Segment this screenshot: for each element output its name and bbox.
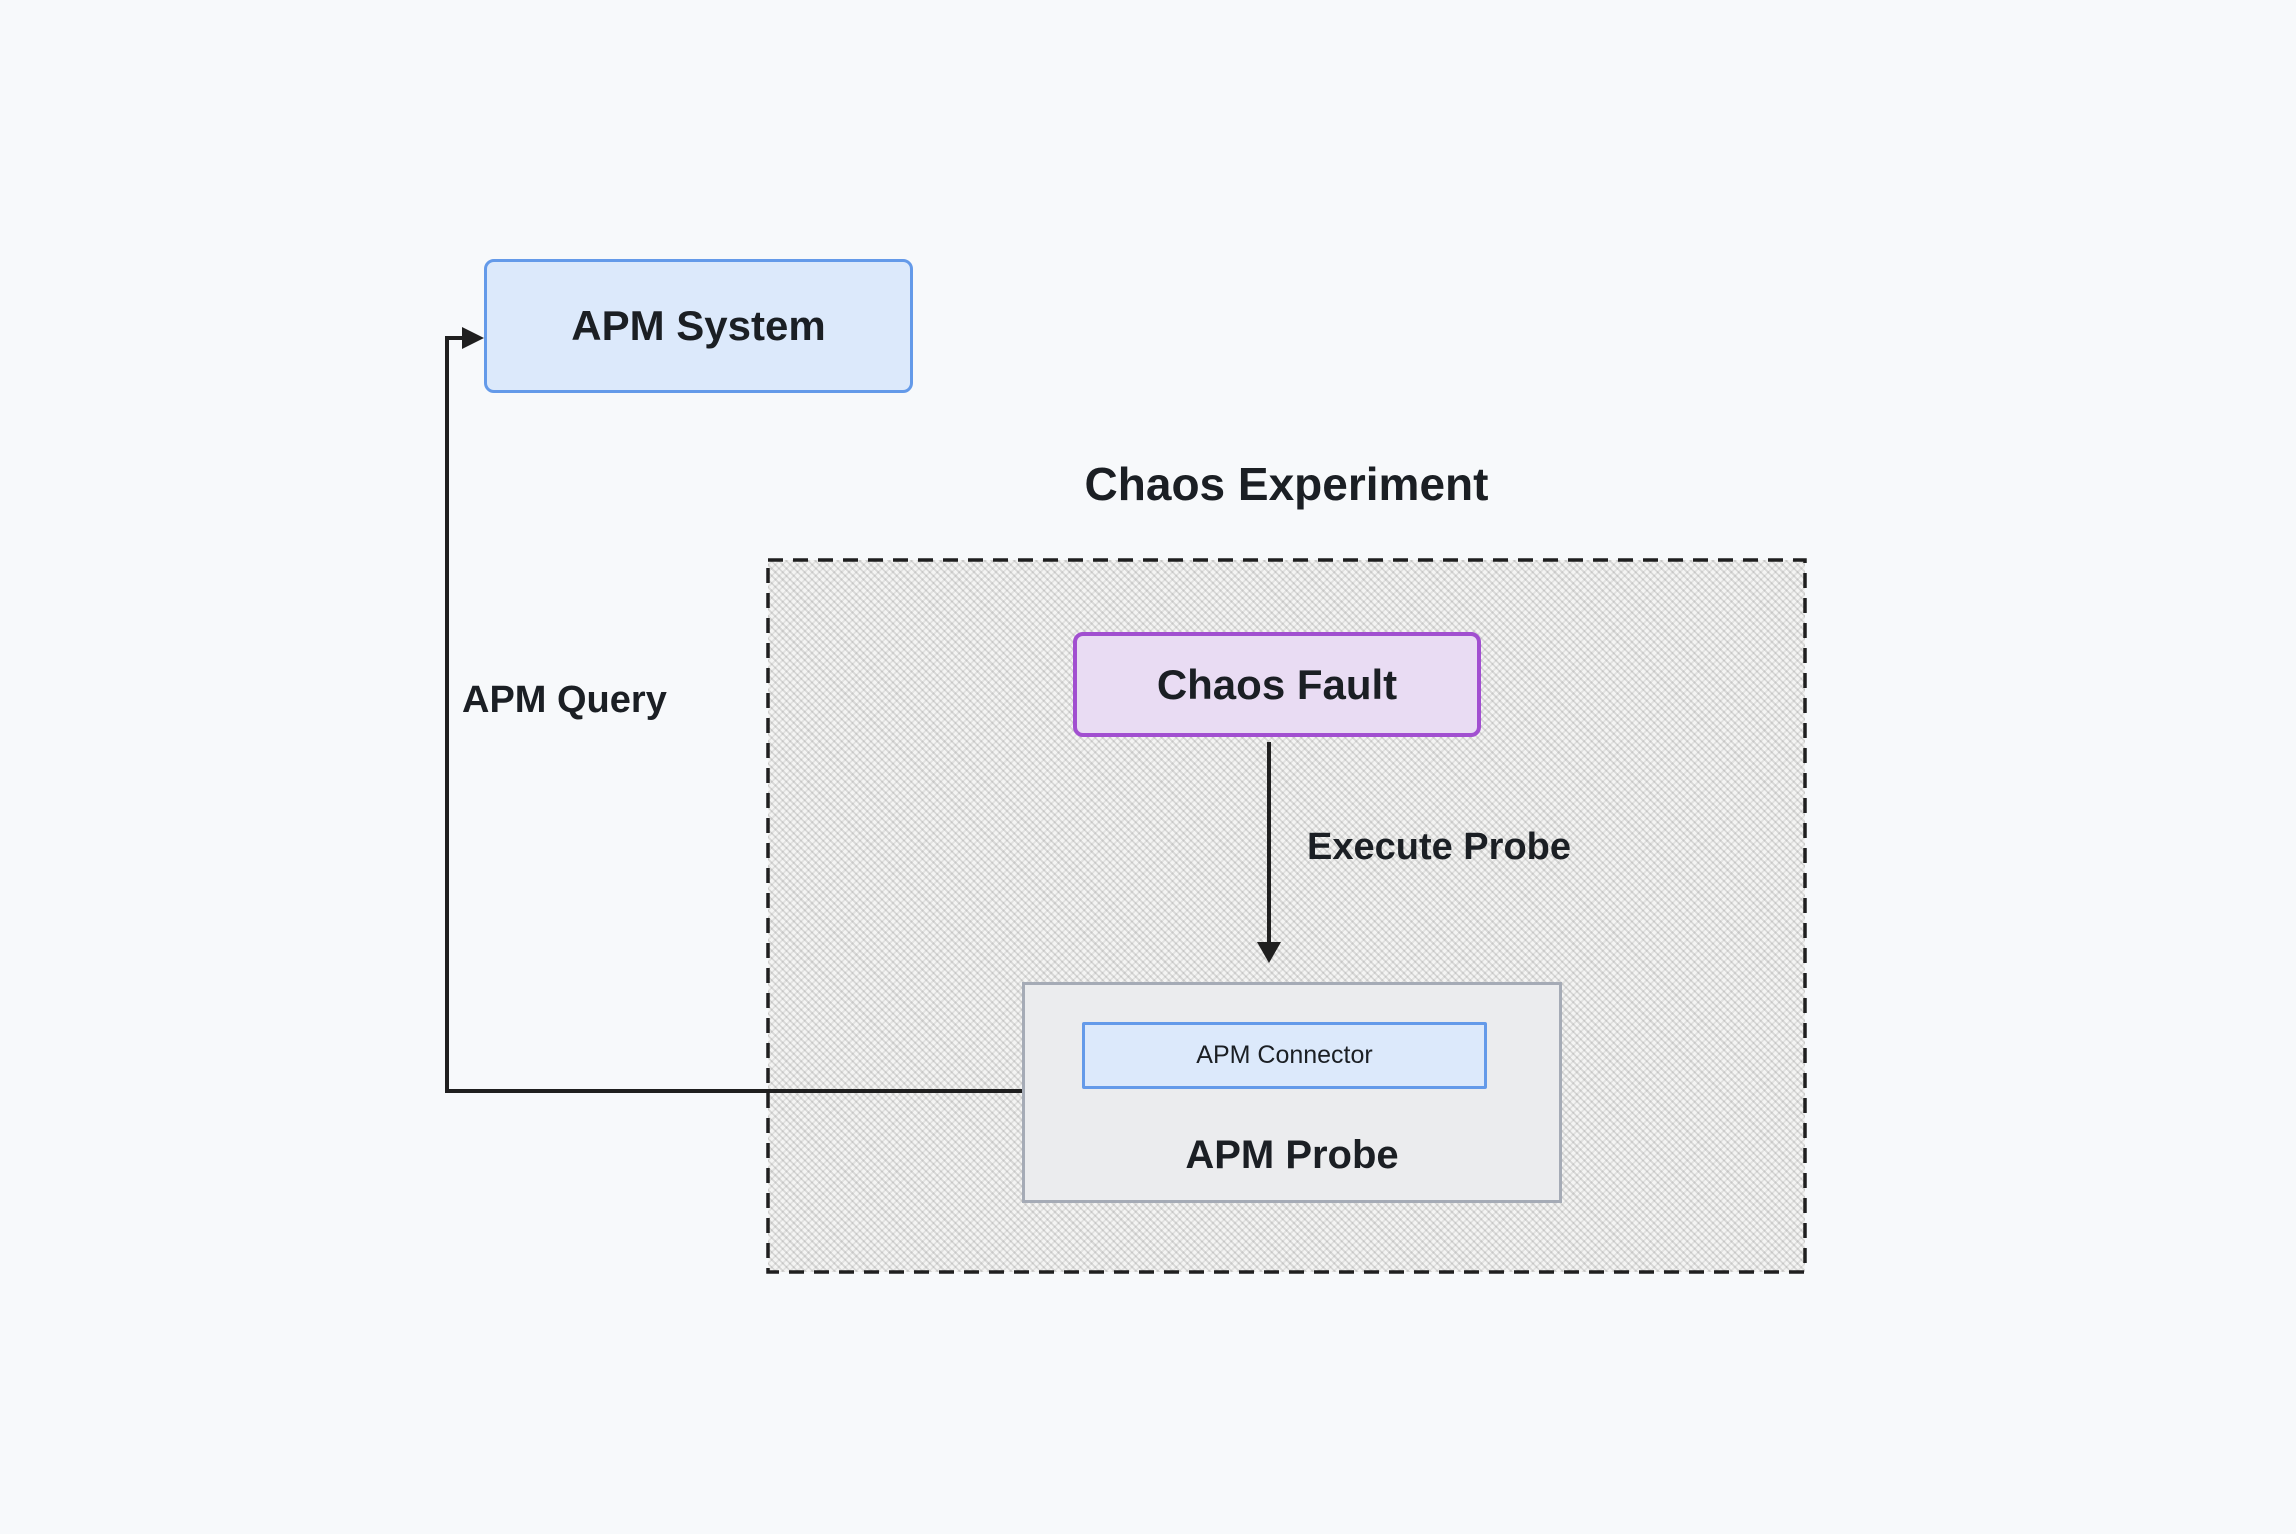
apm-query-line	[445, 336, 1023, 1093]
apm-connector-node: APM Connector	[1082, 1022, 1487, 1089]
chaos-fault-node: Chaos Fault	[1073, 632, 1481, 737]
apm-query-arrowhead	[462, 327, 484, 349]
apm-system-node: APM System	[484, 259, 913, 393]
execute-probe-arrowhead	[1257, 942, 1281, 963]
apm-query-label: APM Query	[462, 679, 667, 721]
apm-probe-node: APM Connector APM Probe	[1022, 982, 1562, 1203]
apm-probe-label: APM Probe	[1185, 1133, 1399, 1177]
execute-probe-label: Execute Probe	[1307, 826, 1571, 868]
chaos-experiment-title: Chaos Experiment	[1084, 458, 1489, 510]
